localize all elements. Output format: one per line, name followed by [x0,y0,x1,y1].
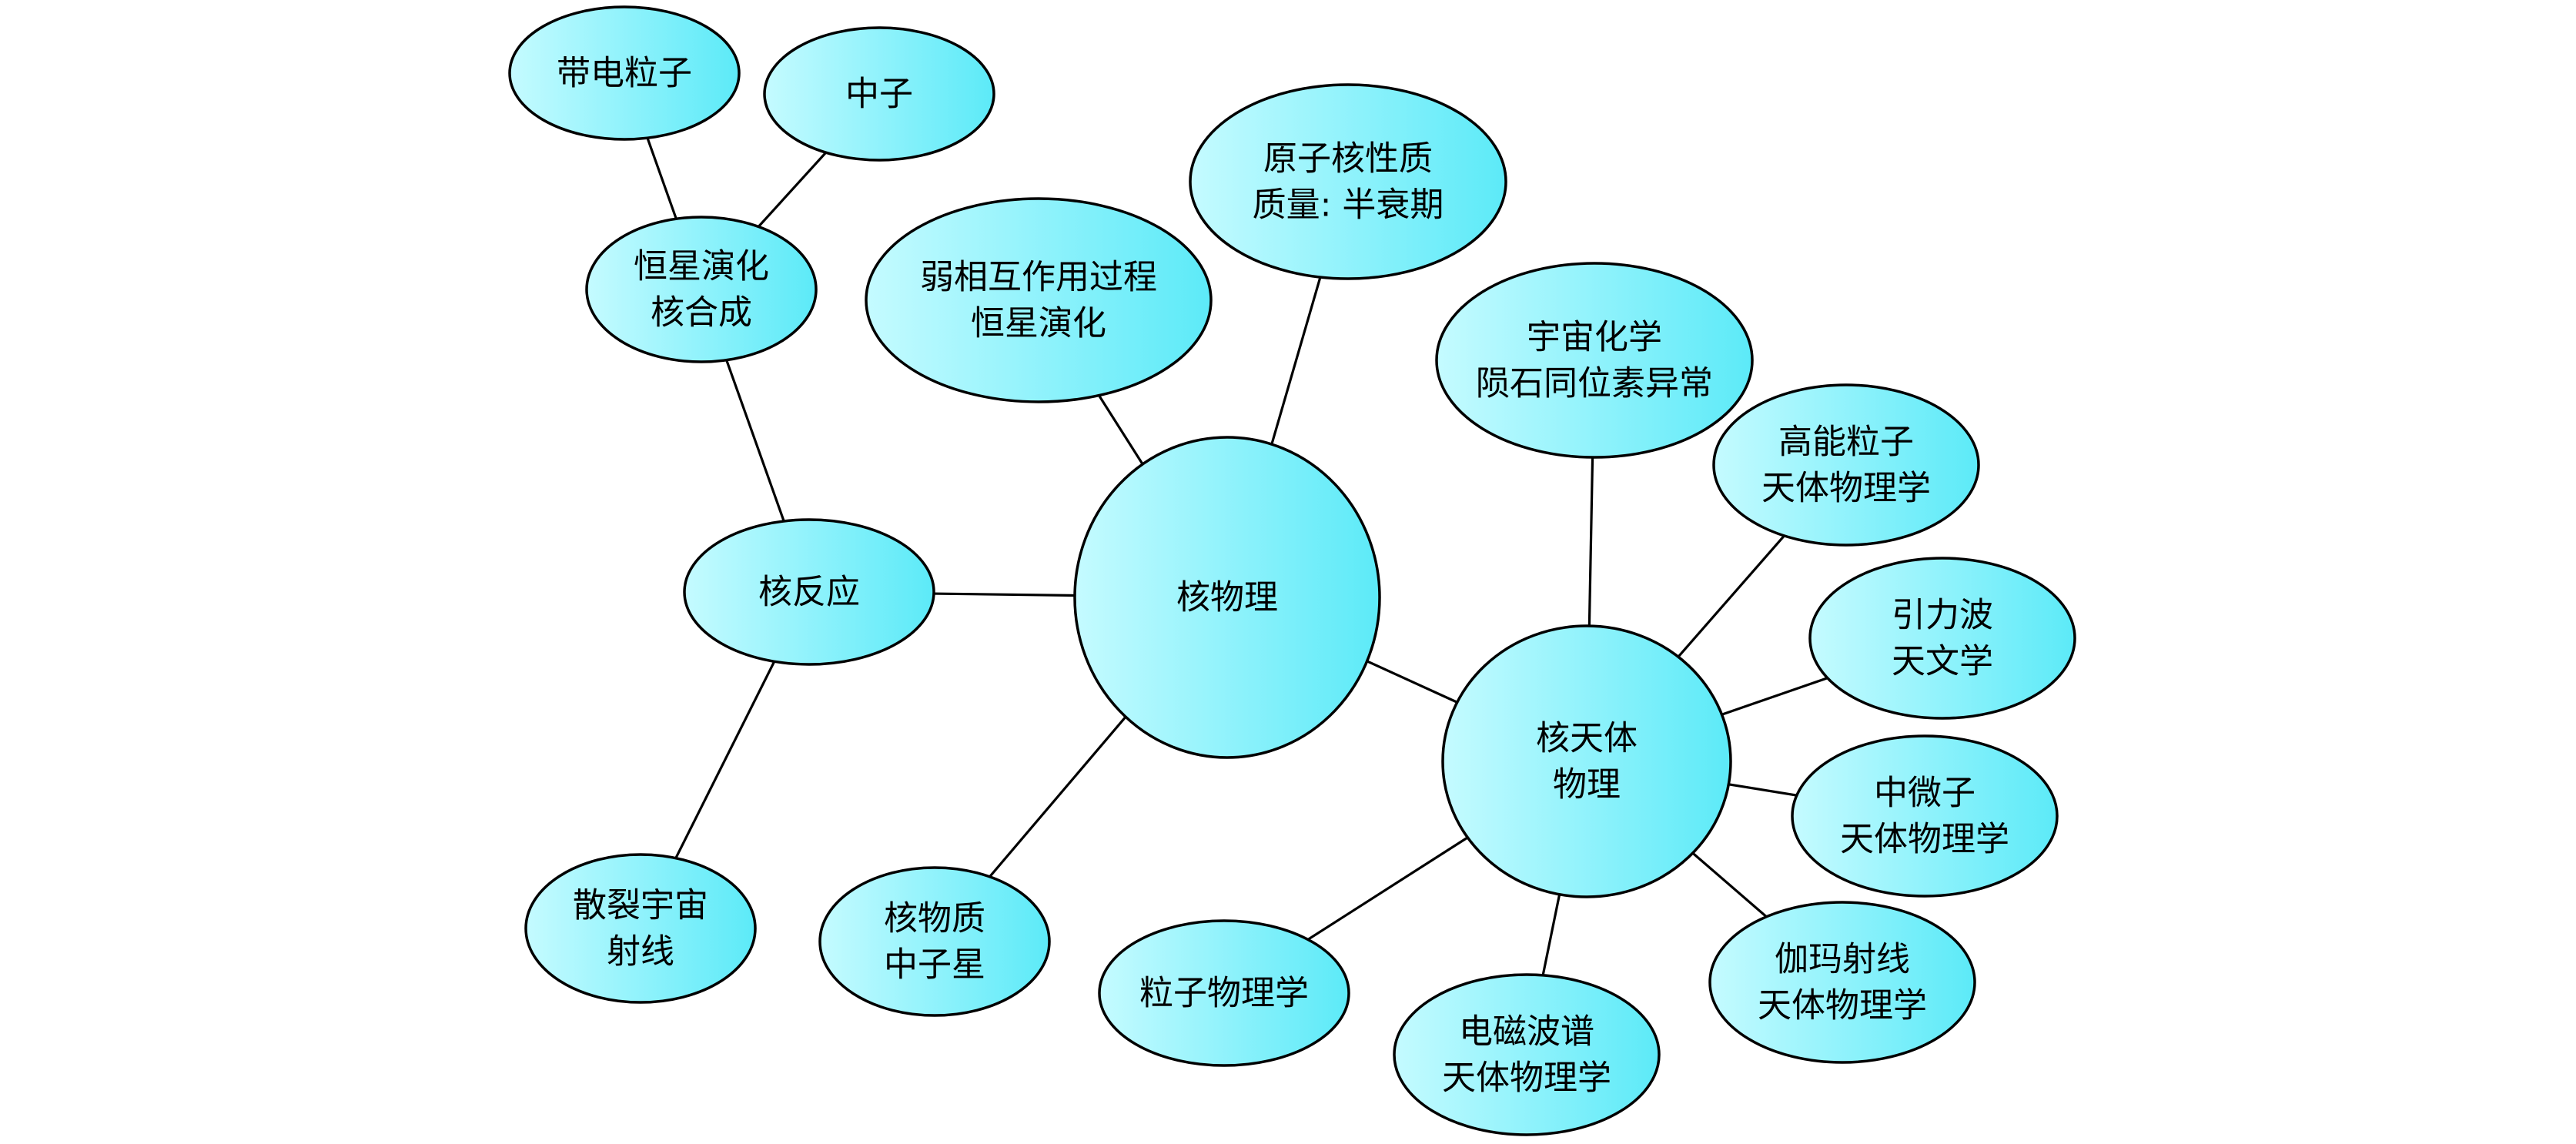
node-charged-particles: 带电粒子 [508,5,741,141]
node-label: 质量: 半衰期 [1253,186,1444,225]
node-nuclear-reaction: 核反应 [683,518,935,666]
node-label: 天体物理学 [1761,469,1931,508]
node-label: 天体物理学 [1758,986,1927,1025]
node-label: 弱相互作用过程 [920,258,1157,297]
node-shape [1189,83,1507,280]
node-label: 核反应 [758,573,860,612]
node-label: 原子核性质 [1263,139,1433,179]
node-shape [1098,919,1350,1067]
node-label: 粒子物理学 [1139,974,1309,1013]
node-label: 伽玛射线 [1775,940,1910,979]
node-label: 核合成 [651,293,752,333]
node-shape [1073,436,1381,759]
node-nuclear-physics: 核物理 [1073,436,1381,759]
node-shape [763,26,995,162]
node-label: 散裂宇宙 [573,886,708,925]
node-shape [1441,624,1732,898]
node-shape [1435,262,1754,459]
node-label: 中微子 [1874,774,1975,813]
node-label: 陨石同位素异常 [1476,364,1713,403]
node-label: 带电粒子 [557,54,692,93]
node-label: 中子 [845,75,913,114]
node-shape [1712,383,1980,547]
node-shape [508,5,741,141]
node-shape [1791,734,2059,898]
node-label: 宇宙化学 [1527,318,1662,357]
node-label: 天文学 [1892,642,1993,681]
node-label: 核物理 [1176,578,1278,617]
node-shape [1708,901,1976,1064]
node-label: 高能粒子 [1778,423,1914,462]
node-shape [1393,973,1661,1136]
node-label: 引力波 [1892,596,1993,635]
node-label: 射线 [607,932,674,972]
node-neutron: 中子 [763,26,995,162]
node-shape [865,197,1213,403]
node-label: 物理 [1553,765,1621,804]
node-label: 核物质 [884,899,985,938]
node-label: 恒星演化 [971,304,1106,343]
node-shape [1808,557,2076,720]
node-particle-physics: 粒子物理学 [1098,919,1350,1067]
node-shape [818,866,1051,1017]
node-label: 天体物理学 [1442,1059,1611,1098]
node-label: 核天体 [1536,719,1638,758]
node-shape [524,853,757,1004]
node-label: 电磁波谱 [1459,1012,1594,1052]
node-label: 中子星 [884,945,985,985]
node-label: 恒星演化 [634,247,769,286]
node-label: 天体物理学 [1840,820,2009,859]
node-shape [683,518,935,666]
node-shape [585,216,818,363]
